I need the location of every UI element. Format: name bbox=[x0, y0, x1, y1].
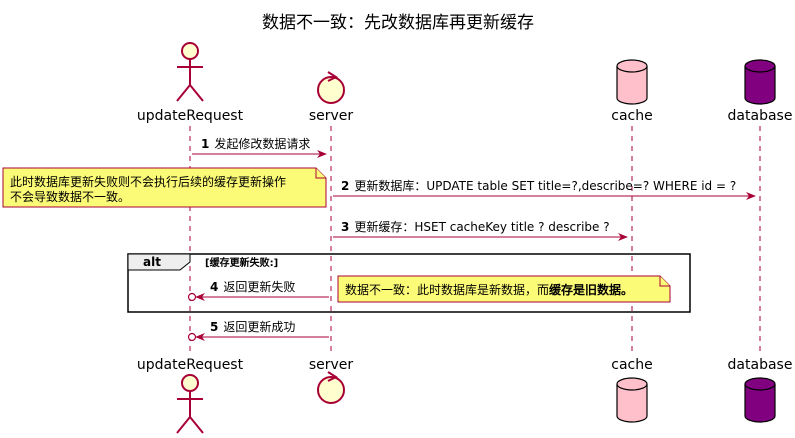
right-note-text: 数据不一致：此时数据库是新数据，而缓存是旧数据。 bbox=[345, 282, 633, 297]
participant-label-server-bottom: server bbox=[309, 357, 354, 373]
participant-label-database-bottom: database bbox=[728, 357, 793, 373]
control-server-top-icon bbox=[317, 71, 345, 104]
database-database-top-icon bbox=[744, 59, 776, 105]
actor-updateRequest-top-icon bbox=[176, 42, 204, 102]
alt-keyword: alt bbox=[143, 255, 161, 269]
participant-label-updateRequest-top: updateRequest bbox=[137, 108, 244, 124]
actor-updateRequest-bottom-icon bbox=[176, 374, 204, 434]
right-note: 数据不一致：此时数据库是新数据，而缓存是旧数据。 bbox=[337, 275, 671, 303]
database-database-bottom-icon bbox=[744, 377, 776, 423]
database-cache-bottom-icon bbox=[616, 377, 648, 423]
alt-condition: [缓存更新失败:] bbox=[205, 256, 278, 269]
control-server-bottom-icon bbox=[317, 371, 345, 404]
diagram-title: 数据不一致：先改数据库再更新缓存 bbox=[262, 13, 534, 33]
participant-label-cache-top: cache bbox=[611, 108, 652, 124]
participant-label-database-top: database bbox=[728, 108, 793, 124]
participant-label-updateRequest-bottom: updateRequest bbox=[137, 357, 244, 373]
database-cache-top-icon bbox=[616, 59, 648, 105]
message-5-lost-circle-icon bbox=[187, 332, 197, 342]
left-note-line-2: 不会导致数据不一致。 bbox=[10, 189, 130, 204]
left-note-line-1: 此时数据库更新失败则不会执行后续的缓存更新操作 bbox=[10, 174, 286, 189]
participant-label-cache-bottom: cache bbox=[611, 357, 652, 373]
left-note: 此时数据库更新失败则不会执行后续的缓存更新操作 不会导致数据不一致。 bbox=[2, 167, 327, 208]
alt-fragment: alt [缓存更新失败:] bbox=[127, 253, 691, 313]
message-4-lost-circle-icon bbox=[187, 292, 197, 302]
participant-label-server-top: server bbox=[309, 108, 354, 124]
